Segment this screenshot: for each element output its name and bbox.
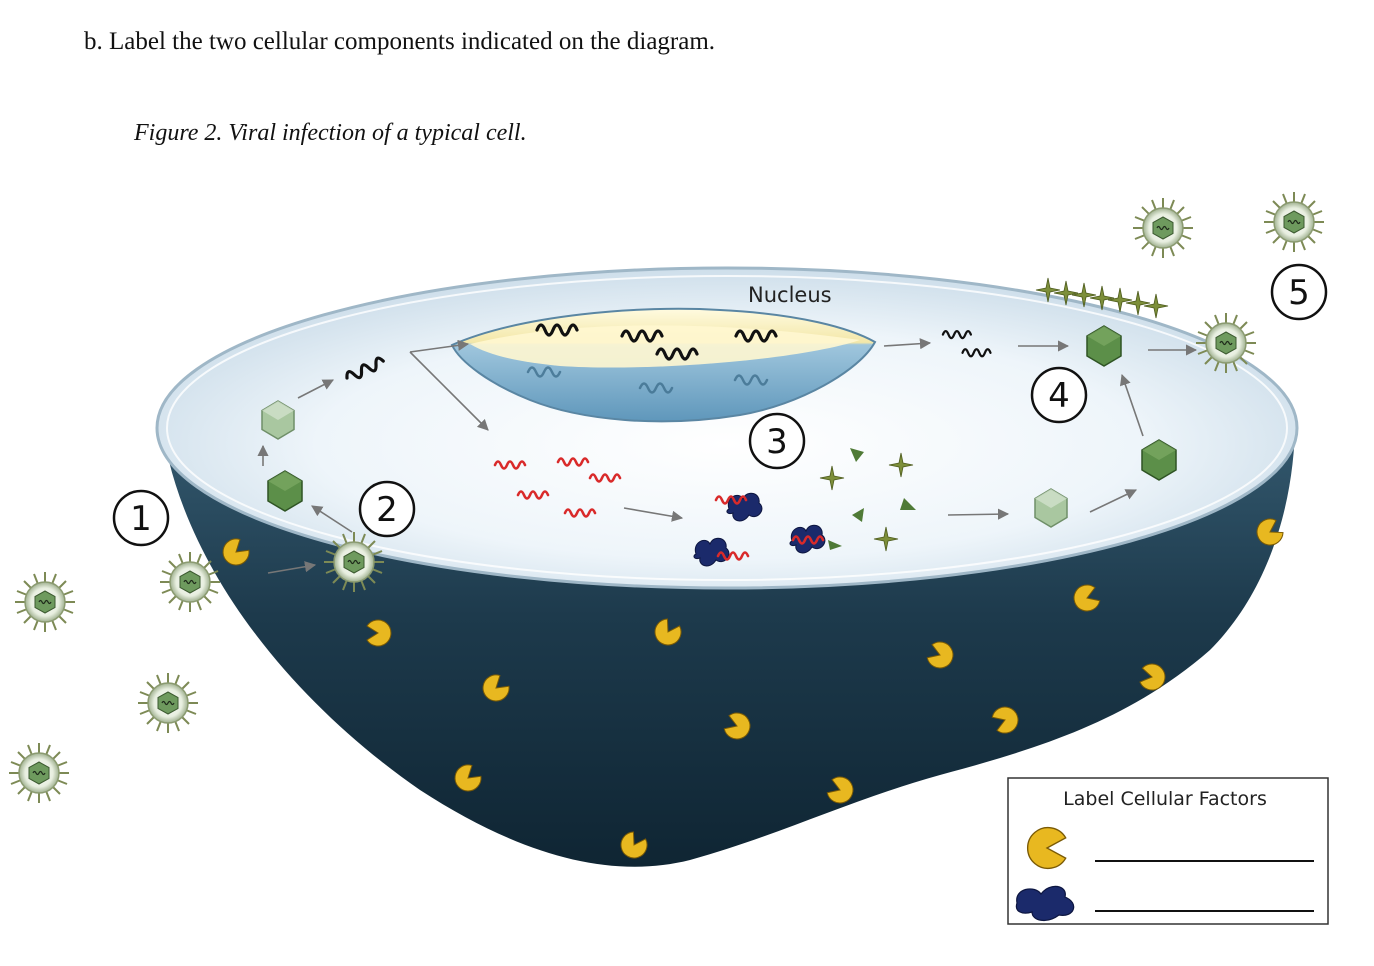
virion-entering <box>323 531 385 593</box>
step-3: 3 <box>748 412 806 470</box>
legend-box: Label Cellular Factors <box>1007 777 1329 925</box>
navy-blob-ribosome-icon <box>1015 885 1075 921</box>
legend-title: Label Cellular Factors <box>1063 788 1267 810</box>
viral-proteins <box>828 448 916 550</box>
svg-text:5: 5 <box>1288 273 1310 313</box>
svg-text:2: 2 <box>376 490 398 530</box>
virion <box>137 672 199 734</box>
yellow-pacman-receptor-icon <box>1027 826 1067 870</box>
virion-released <box>1263 191 1325 253</box>
step-1: 1 <box>112 489 170 547</box>
svg-text:3: 3 <box>766 422 788 462</box>
virion-attaching <box>159 551 221 613</box>
figure-caption: Figure 2. Viral infection of a typical c… <box>134 120 527 146</box>
virion-budding <box>1195 312 1257 374</box>
step-4: 4 <box>1030 366 1088 424</box>
virion-released <box>1132 197 1194 259</box>
nucleus-label: Nucleus <box>748 283 832 307</box>
step-2: 2 <box>358 480 416 538</box>
svg-text:1: 1 <box>130 499 152 539</box>
svg-text:4: 4 <box>1048 376 1070 416</box>
question-text: b. Label the two cellular components ind… <box>84 28 716 55</box>
virion <box>8 742 70 804</box>
virion <box>14 571 76 633</box>
step-5: 5 <box>1270 263 1328 321</box>
pathway-arrows <box>257 338 1198 574</box>
